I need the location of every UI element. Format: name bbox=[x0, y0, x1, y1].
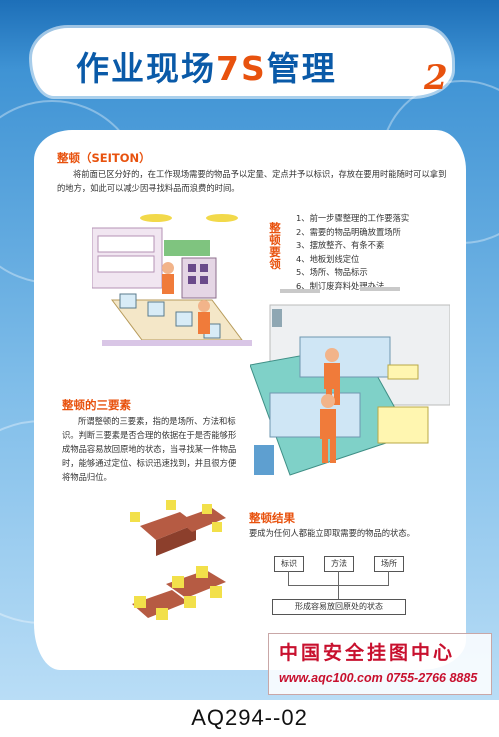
office-illustration bbox=[92, 214, 252, 346]
list-item: 5、场所、物品标示 bbox=[296, 267, 368, 278]
flow-connector bbox=[288, 585, 389, 586]
flow-connector bbox=[288, 571, 289, 585]
workshop-illustration bbox=[250, 287, 450, 476]
result-description: 要成为任何人都能立即取需要的物品的状态。 bbox=[249, 528, 415, 538]
list-item: 4、地板划线定位 bbox=[296, 253, 360, 264]
page-title: 作业现场7S管理 bbox=[76, 49, 337, 88]
three-elements-description: 所谓整顿的三要素，指的是场所、方法和标识。判断三要素是否合理的依据在于是否能够形… bbox=[62, 416, 237, 482]
section-heading-result: 整顿结果 bbox=[249, 511, 295, 525]
desks-illustration bbox=[130, 500, 226, 620]
publisher-contact: www.aqc100.com 0755-2766 8885 bbox=[279, 671, 478, 685]
publisher-logo: 中国安全挂图中心 www.aqc100.com 0755-2766 8885 bbox=[268, 633, 492, 695]
title-number: 2 bbox=[424, 58, 448, 98]
product-code: AQ294--02 bbox=[191, 705, 308, 730]
poster: 作业现场7S管理 2 整顿（SEITON） 将前面已区分好的，在工作现场需要的物… bbox=[0, 0, 499, 700]
flow-box-place: 场所 bbox=[374, 556, 404, 572]
list-item: 1、前一步骤整理的工作要落实 bbox=[296, 213, 410, 223]
list-item: 6、制订废弃料处理办法 bbox=[296, 280, 385, 291]
section-heading-seiton: 整顿（SEITON） bbox=[57, 151, 151, 165]
title-banner bbox=[32, 28, 452, 96]
publisher-name: 中国安全挂图中心 bbox=[279, 642, 456, 664]
essentials-label: 整顿要领 bbox=[269, 221, 281, 271]
flow-connector bbox=[388, 571, 389, 585]
section-heading-three-elements: 整顿的三要素 bbox=[62, 398, 131, 412]
flow-box-label: 标识 bbox=[274, 556, 304, 572]
flow-outcome-box: 形成容易放回原处的状态 bbox=[272, 599, 406, 615]
essentials-list: 1、前一步骤整理的工作要落实 2、需要的物品明确放置场所 3、摆放整齐、有条不紊… bbox=[296, 212, 409, 294]
seiton-description: 将前面已区分好的，在工作现场需要的物品予以定量、定点并予以标识，存放在要用时能随… bbox=[57, 169, 447, 193]
list-item: 2、需要的物品明确放置场所 bbox=[296, 226, 401, 237]
flow-box-method: 方法 bbox=[324, 556, 354, 572]
list-item: 3、摆放整齐、有条不紊 bbox=[296, 240, 385, 251]
